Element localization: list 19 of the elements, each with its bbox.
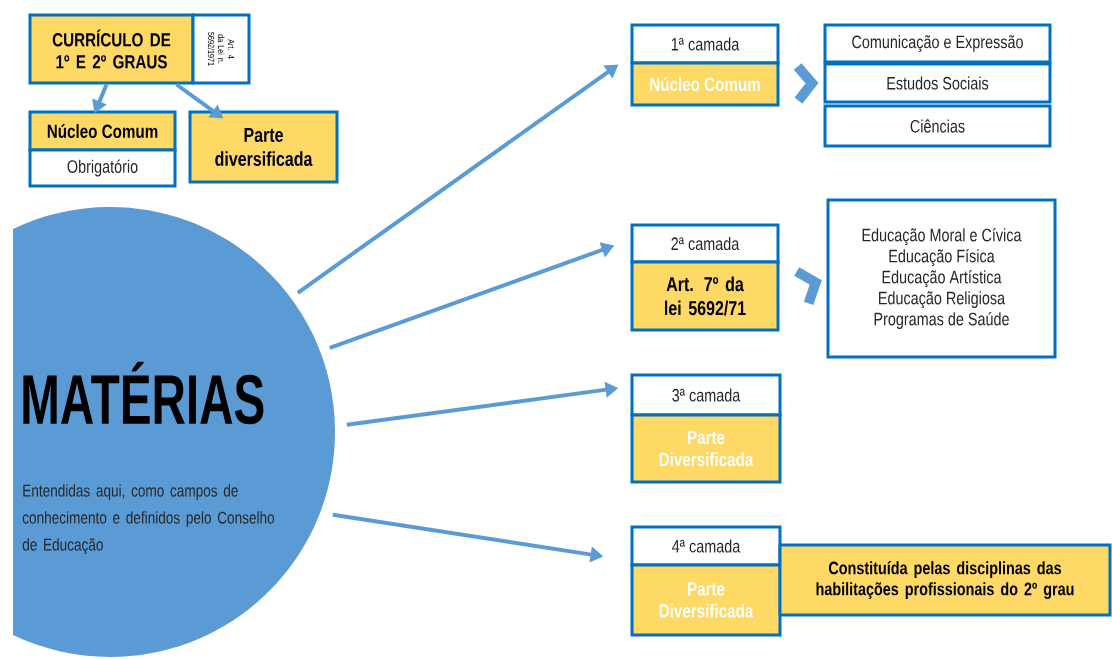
header-box: CURRÍCULO DE 1º E 2º GRAUS bbox=[28, 13, 195, 85]
layer-box: Art. 7º da lei 5692/71 bbox=[630, 260, 780, 332]
description-text: Entendidas aqui, como campos de conhecimento e definidos pelo Conselho de Educação bbox=[22, 484, 275, 555]
layer-box: Núcleo Comum bbox=[630, 61, 780, 107]
subject-box: Comunicação e Expressão bbox=[823, 23, 1052, 64]
subject-box: Ciências bbox=[823, 104, 1052, 148]
layer-box: Parte Diversificada bbox=[630, 563, 782, 637]
title-text: MATÉRIAS bbox=[23, 361, 264, 425]
layer-header-box: 3ª camada bbox=[630, 373, 782, 417]
layer-header-box: 4ª camada bbox=[630, 525, 782, 567]
label-box: Obrigatório bbox=[28, 148, 177, 188]
layer-box: Parte Diversificada bbox=[630, 413, 782, 484]
subject-list-box: Educação Moral e Cívica Educação Física Educação Artística Educação Religiosa Programas de Saúde bbox=[826, 198, 1057, 359]
note-box: Art. 4 da Lei n. 5692/1971 bbox=[191, 13, 251, 85]
subject-box: Estudos Sociais bbox=[823, 62, 1052, 104]
layer-header-box: 1ª camada bbox=[630, 23, 780, 65]
label-box: Parte diversificada bbox=[188, 110, 339, 184]
label-box: Núcleo Comum bbox=[28, 110, 177, 152]
layer-header-box: 2ª camada bbox=[630, 223, 780, 264]
